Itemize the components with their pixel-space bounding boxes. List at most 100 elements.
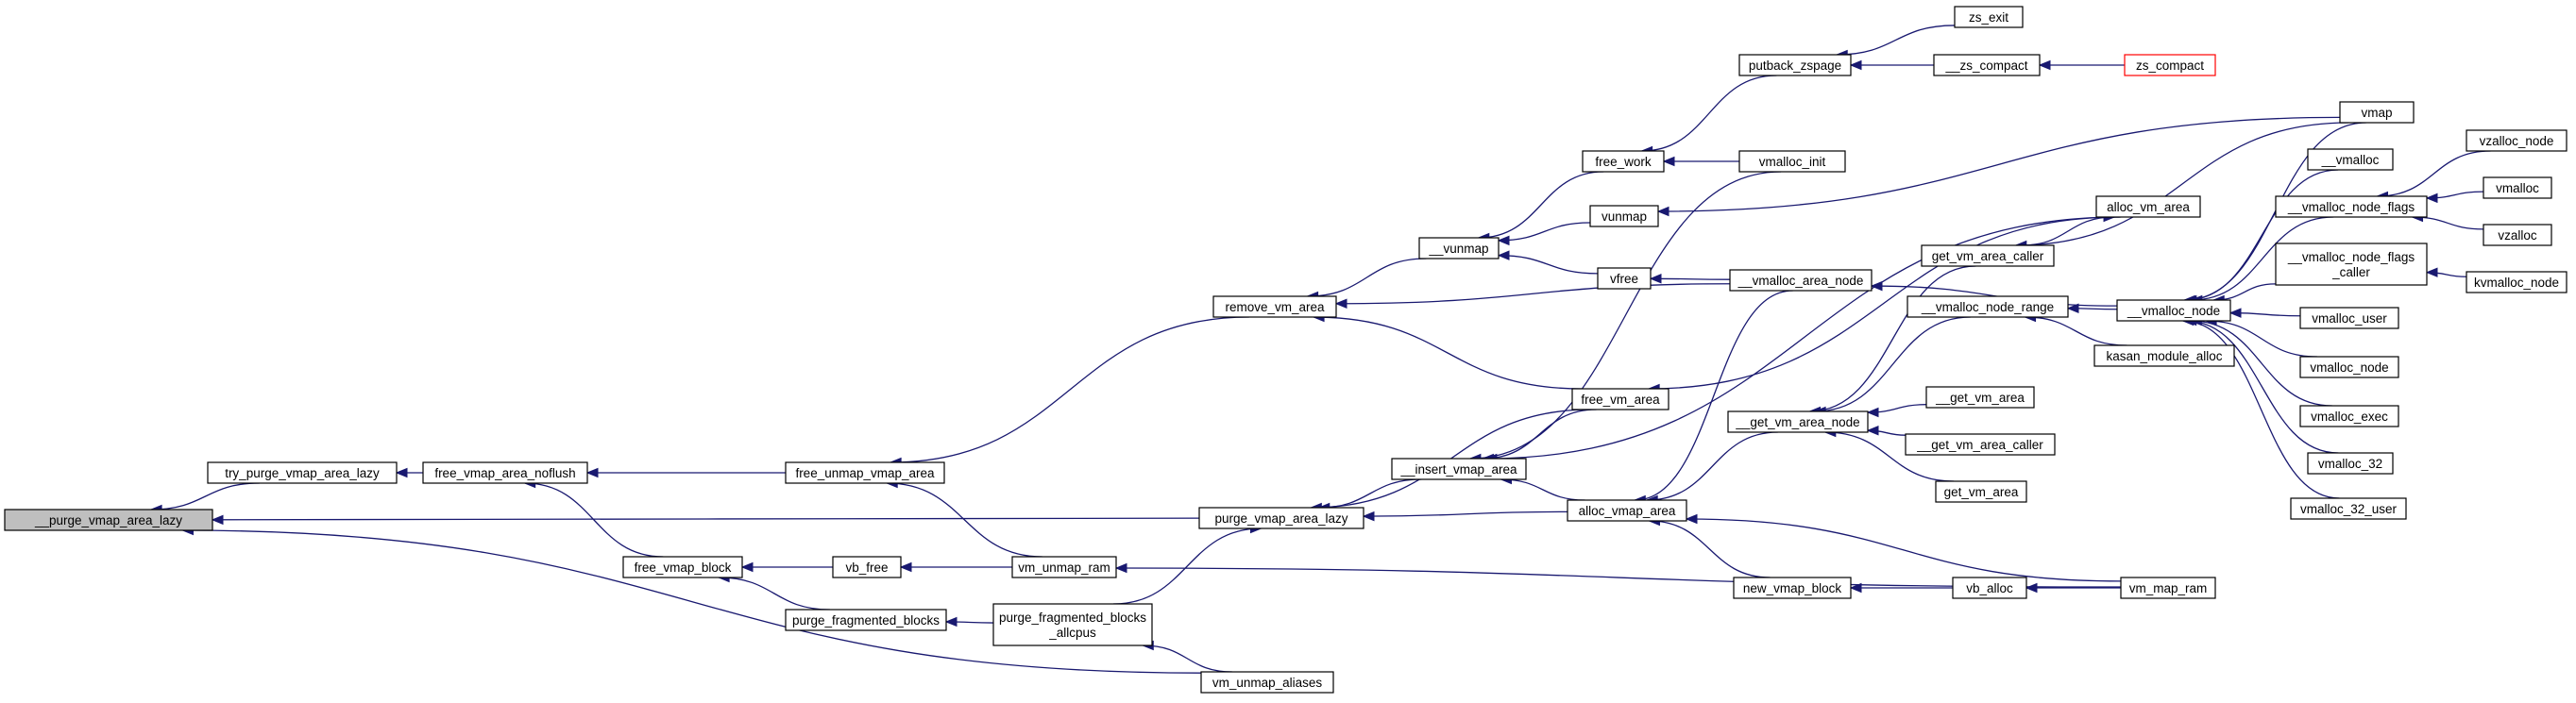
- function-node-zs_compact[interactable]: zs_compact: [2124, 54, 2216, 76]
- function-node-vmalloc_user[interactable]: vmalloc_user: [2299, 307, 2399, 329]
- node-box[interactable]: [2124, 54, 2216, 76]
- function-node-get_vm_area_node[interactable]: __get_vm_area_node: [1727, 410, 1869, 433]
- node-box[interactable]: [1921, 244, 2055, 267]
- node-box[interactable]: [1582, 150, 1665, 173]
- node-box[interactable]: [1597, 267, 1652, 290]
- function-node-kvmalloc_node[interactable]: kvmalloc_node: [2466, 271, 2568, 293]
- function-node-insert_vmap_area[interactable]: __insert_vmap_area: [1391, 458, 1527, 480]
- node-box[interactable]: [1738, 54, 1852, 76]
- node-box[interactable]: [207, 461, 398, 484]
- node-box[interactable]: [2466, 271, 2568, 293]
- node-box[interactable]: [1954, 6, 2024, 28]
- node-box[interactable]: [2116, 299, 2231, 322]
- function-node-vfree[interactable]: vfree: [1597, 267, 1652, 290]
- node-box[interactable]: [785, 609, 947, 631]
- function-node-remove_vm_area[interactable]: remove_vm_area: [1212, 295, 1337, 318]
- function-node-vmalloc_node_flags_caller[interactable]: __vmalloc_node_flags_caller: [2275, 243, 2428, 286]
- function-node-vb_free[interactable]: vb_free: [832, 556, 902, 578]
- function-node-vm_unmap_ram[interactable]: vm_unmap_ram: [1011, 556, 1117, 578]
- function-node-vb_alloc[interactable]: vb_alloc: [1952, 577, 2027, 599]
- node-box[interactable]: [4, 509, 213, 531]
- node-box[interactable]: [1567, 499, 1687, 522]
- function-node-get_vm_area_caller[interactable]: get_vm_area_caller: [1921, 244, 2055, 267]
- function-node-vmap[interactable]: vmap: [2339, 101, 2415, 124]
- function-node-get_vm_area_caller_[interactable]: __get_vm_area_caller: [1905, 433, 2056, 456]
- node-box[interactable]: [1905, 433, 2056, 456]
- node-box[interactable]: [1418, 237, 1500, 259]
- node-box[interactable]: [2275, 195, 2428, 218]
- function-node-get_vm_area_[interactable]: __get_vm_area: [1925, 386, 2035, 409]
- function-node-vunmap[interactable]: vunmap: [1589, 205, 1659, 227]
- function-node-free_unmap[interactable]: free_unmap_vmap_area: [785, 461, 945, 484]
- node-box[interactable]: [832, 556, 902, 578]
- function-node-vmalloc_init[interactable]: vmalloc_init: [1738, 150, 1846, 173]
- node-box[interactable]: [2466, 129, 2568, 152]
- function-node-vmalloc_node_range[interactable]: __vmalloc_node_range: [1907, 295, 2069, 318]
- node-box[interactable]: [2483, 224, 2552, 246]
- node-box[interactable]: [1571, 388, 1669, 410]
- function-node-vmalloc[interactable]: vmalloc: [2483, 176, 2552, 199]
- node-box[interactable]: [2307, 452, 2394, 475]
- node-box[interactable]: [2275, 243, 2428, 286]
- node-box[interactable]: [2483, 176, 2552, 199]
- node-box[interactable]: [422, 461, 588, 484]
- function-node-free_vm_area[interactable]: free_vm_area: [1571, 388, 1669, 410]
- node-box[interactable]: [2093, 344, 2235, 367]
- function-node-try_purge[interactable]: try_purge_vmap_area_lazy: [207, 461, 398, 484]
- function-node-alloc_vm_area[interactable]: alloc_vm_area: [2095, 195, 2201, 218]
- function-node-vzalloc_node[interactable]: vzalloc_node: [2466, 129, 2568, 152]
- function-node-purge_lazy[interactable]: __purge_vmap_area_lazy: [4, 509, 213, 531]
- function-node-vmalloc_32[interactable]: vmalloc_32: [2307, 452, 2394, 475]
- function-node-vm_unmap_aliases[interactable]: vm_unmap_aliases: [1200, 671, 1334, 694]
- node-box[interactable]: [1212, 295, 1337, 318]
- function-node-vmalloc_node_[interactable]: __vmalloc_node: [2116, 299, 2231, 322]
- function-node-putback_zspage[interactable]: putback_zspage: [1738, 54, 1852, 76]
- node-box[interactable]: [1391, 458, 1527, 480]
- node-box[interactable]: [1198, 507, 1364, 529]
- node-box[interactable]: [2290, 497, 2407, 520]
- node-box[interactable]: [992, 603, 1153, 646]
- function-node-purge_vmap_area_lazy[interactable]: purge_vmap_area_lazy: [1198, 507, 1364, 529]
- function-node-vmalloc_32_user[interactable]: vmalloc_32_user: [2290, 497, 2407, 520]
- node-box[interactable]: [2095, 195, 2201, 218]
- function-node-free_noflush[interactable]: free_vmap_area_noflush: [422, 461, 588, 484]
- function-node-free_work[interactable]: free_work: [1582, 150, 1665, 173]
- node-box[interactable]: [1011, 556, 1117, 578]
- function-node-zs_compact_[interactable]: __zs_compact: [1933, 54, 2041, 76]
- function-node-vmalloc_[interactable]: __vmalloc: [2307, 148, 2394, 171]
- node-box[interactable]: [785, 461, 945, 484]
- function-node-vmalloc_exec[interactable]: vmalloc_exec: [2299, 405, 2399, 427]
- node-box[interactable]: [1933, 54, 2041, 76]
- node-box[interactable]: [1952, 577, 2027, 599]
- node-box[interactable]: [1729, 269, 1873, 292]
- node-box[interactable]: [1907, 295, 2069, 318]
- function-node-purge_fragmented_blocks_allcpus[interactable]: purge_fragmented_blocks_allcpus: [992, 603, 1153, 646]
- node-box[interactable]: [1738, 150, 1846, 173]
- node-box[interactable]: [622, 556, 743, 578]
- function-node-vmalloc_node[interactable]: vmalloc_node: [2299, 356, 2399, 378]
- function-node-zs_exit[interactable]: zs_exit: [1954, 6, 2024, 28]
- function-node-new_vmap_block[interactable]: new_vmap_block: [1733, 577, 1852, 599]
- node-box[interactable]: [1727, 410, 1869, 433]
- function-node-get_vm_area[interactable]: get_vm_area: [1935, 480, 2027, 503]
- node-box[interactable]: [2120, 577, 2216, 599]
- node-box[interactable]: [1925, 386, 2035, 409]
- node-box[interactable]: [1733, 577, 1852, 599]
- node-box[interactable]: [1935, 480, 2027, 503]
- function-node-kasan_module_alloc[interactable]: kasan_module_alloc: [2093, 344, 2235, 367]
- node-box[interactable]: [2339, 101, 2415, 124]
- node-box[interactable]: [2299, 405, 2399, 427]
- node-box[interactable]: [2299, 307, 2399, 329]
- function-node-vm_map_ram[interactable]: vm_map_ram: [2120, 577, 2216, 599]
- function-node-alloc_vmap_area[interactable]: alloc_vmap_area: [1567, 499, 1687, 522]
- node-box[interactable]: [2299, 356, 2399, 378]
- node-box[interactable]: [1589, 205, 1659, 227]
- node-box[interactable]: [2307, 148, 2394, 171]
- function-node-vunmap_[interactable]: __vunmap: [1418, 237, 1500, 259]
- function-node-vzalloc[interactable]: vzalloc: [2483, 224, 2552, 246]
- function-node-free_vmap_block[interactable]: free_vmap_block: [622, 556, 743, 578]
- node-box[interactable]: [1200, 671, 1334, 694]
- function-node-purge_fragmented_blocks[interactable]: purge_fragmented_blocks: [785, 609, 947, 631]
- function-node-vmalloc_node_flags[interactable]: __vmalloc_node_flags: [2275, 195, 2428, 218]
- function-node-vmalloc_area_node[interactable]: __vmalloc_area_node: [1729, 269, 1873, 292]
